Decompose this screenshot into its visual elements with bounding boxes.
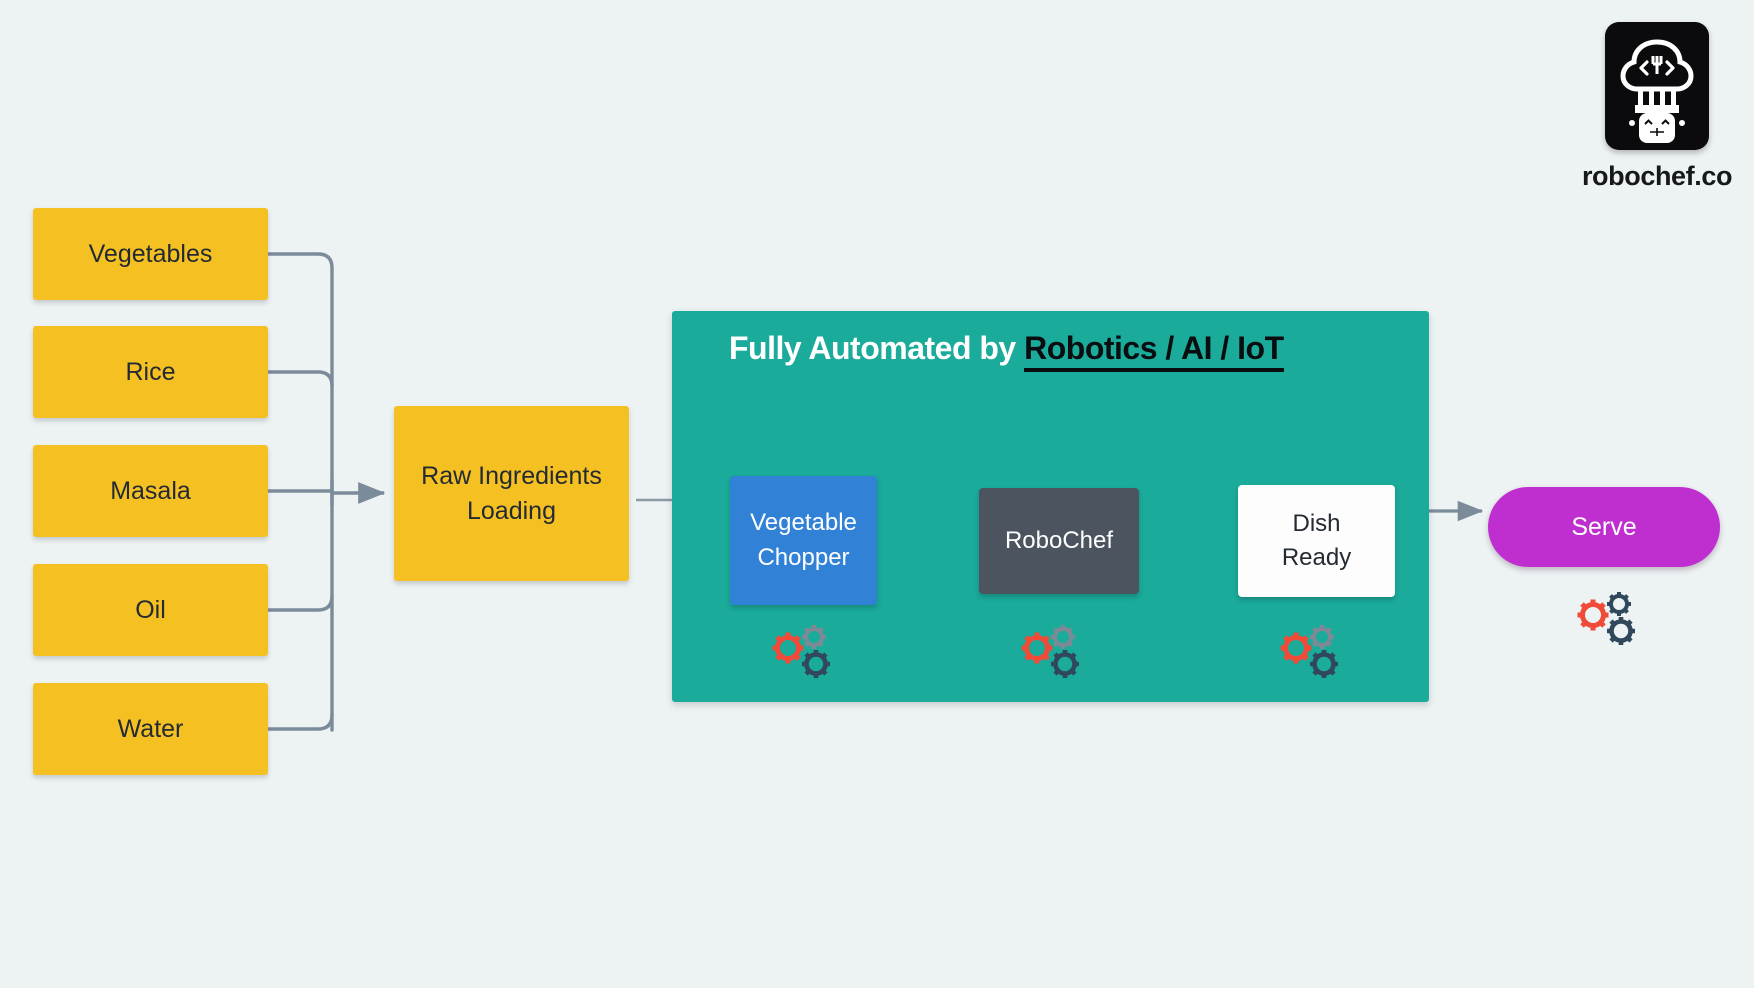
- ingredient-box-vegetables[interactable]: Vegetables: [33, 208, 268, 300]
- stage-label-line2: Chopper: [757, 543, 850, 571]
- title-prefix: Fully Automated by: [729, 330, 1025, 366]
- automation-panel-title: Fully Automated by Robotics / AI / IoT: [729, 330, 1284, 372]
- ingredient-label: Vegetables: [88, 239, 213, 268]
- brand-name: robochef.co: [1581, 161, 1733, 191]
- ingredient-box-oil[interactable]: Oil: [33, 564, 268, 656]
- gears-icon: [1276, 621, 1350, 683]
- stage-label-line1: RoboChef: [1004, 526, 1114, 554]
- gears-icon: [1573, 588, 1647, 650]
- gears-icon: [768, 621, 842, 683]
- ingredient-label: Oil: [135, 595, 166, 624]
- automation-panel: Fully Automated by Robotics / AI / IoT V…: [672, 311, 1429, 702]
- stage-dish-ready[interactable]: Dish Ready: [1238, 485, 1395, 597]
- stage-label-line1: Dish: [1292, 509, 1341, 537]
- chef-robot-logo-icon: [1605, 22, 1709, 150]
- loading-label-line2: Loading: [467, 496, 556, 525]
- ingredient-box-rice[interactable]: Rice: [33, 326, 268, 418]
- ingredient-label: Water: [117, 714, 184, 743]
- ingredient-label: Rice: [125, 357, 176, 386]
- stage-label-line1: Vegetable: [750, 509, 857, 537]
- loading-label-line1: Raw Ingredients: [421, 462, 602, 490]
- stage-label-line2: Ready: [1281, 544, 1352, 571]
- ingredient-label: Masala: [110, 476, 191, 505]
- ingredient-box-water[interactable]: Water: [33, 683, 268, 775]
- stage-vegetable-chopper[interactable]: Vegetable Chopper: [730, 476, 877, 605]
- gears-icon: [1017, 621, 1091, 683]
- ingredient-box-masala[interactable]: Masala: [33, 445, 268, 537]
- serve-label: Serve: [1571, 512, 1637, 541]
- serve-stage[interactable]: Serve: [1488, 487, 1720, 567]
- brand-logo: robochef.co: [1581, 22, 1733, 192]
- stage-robochef[interactable]: RoboChef: [979, 488, 1139, 594]
- raw-ingredients-loading-box[interactable]: Raw Ingredients Loading: [394, 406, 629, 581]
- title-emphasis: Robotics / AI / IoT: [1024, 330, 1284, 372]
